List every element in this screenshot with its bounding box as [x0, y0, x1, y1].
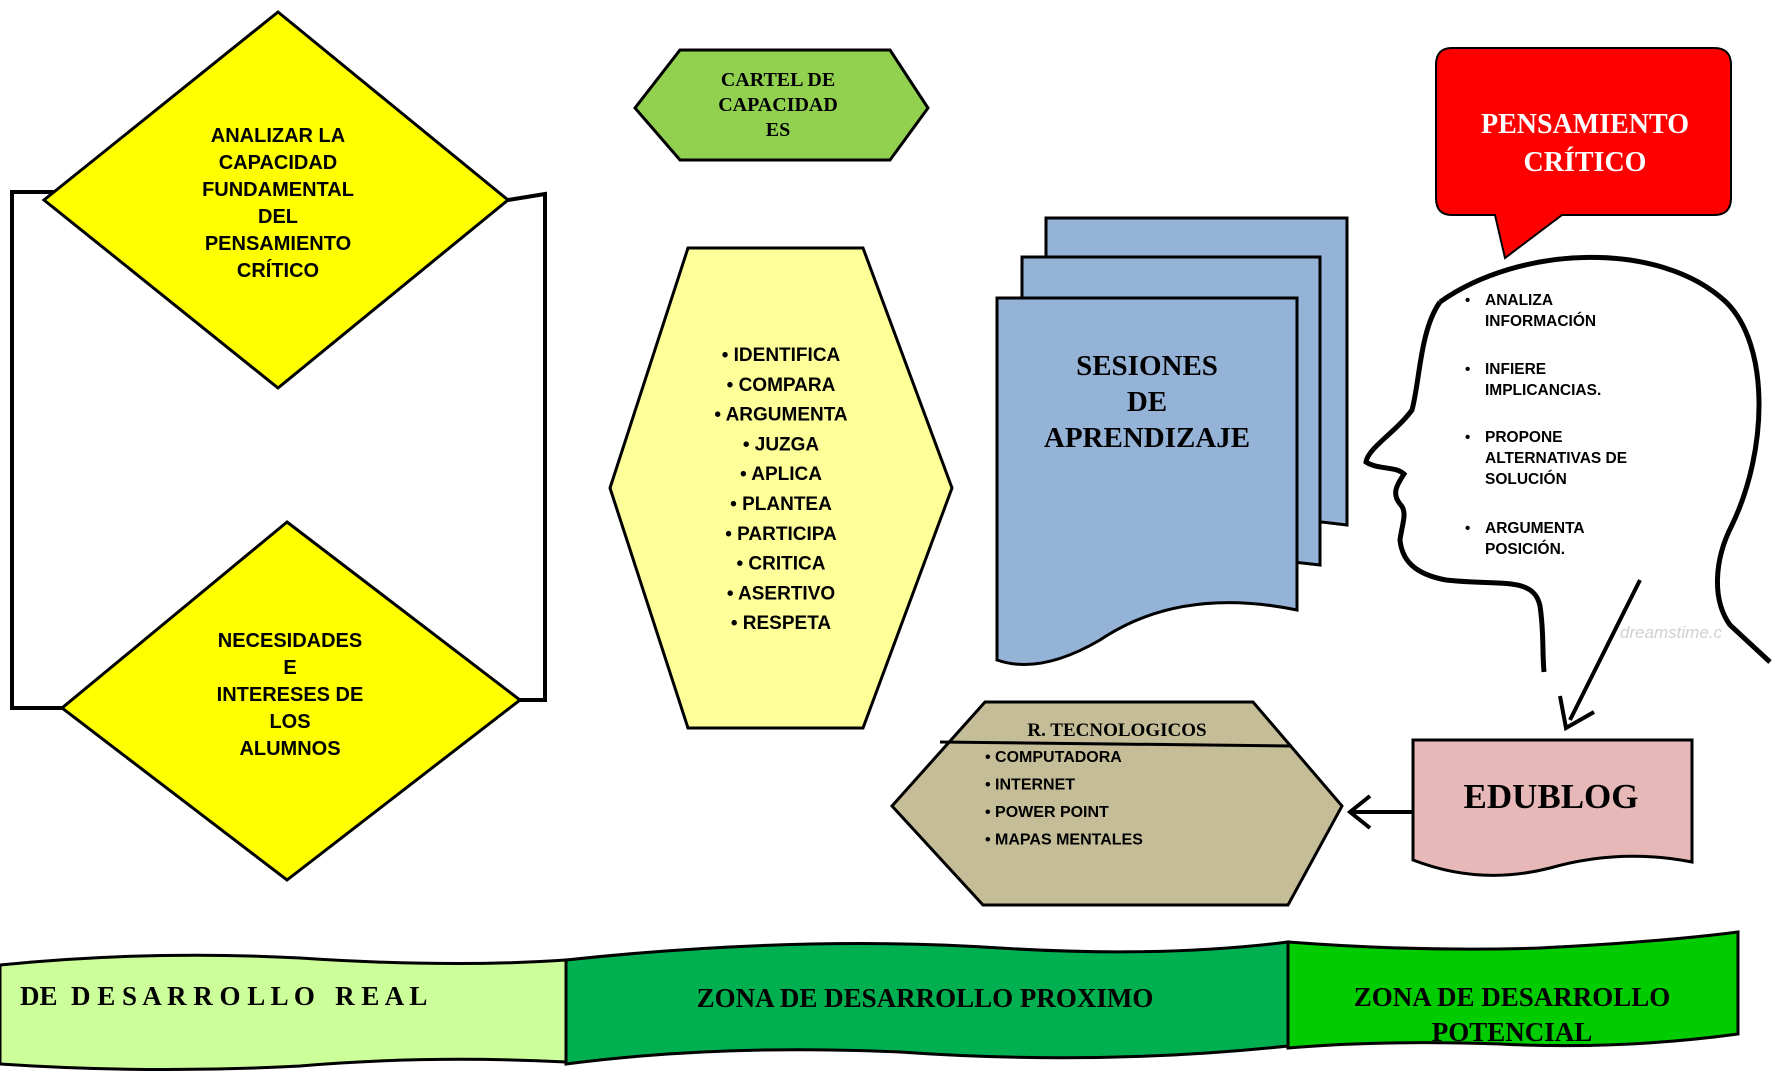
diamond-analizar-text: ANALIZAR LA CAPACIDAD FUNDAMENTAL DEL PENSAM… [202, 125, 354, 282]
diamond-necesidades-line: E [283, 657, 296, 679]
head-item: ALTERNATIVAS DE [1485, 450, 1627, 467]
capacity-item: • ARGUMENTA [714, 405, 848, 426]
head-item: ANALIZA [1485, 292, 1553, 309]
tech-item: • INTERNET [985, 777, 1075, 794]
tech-title: R. TECNOLOGICOS [1027, 720, 1206, 741]
callout-text: PENSAMIENTO CRÍTICO [1481, 109, 1689, 178]
capacity-item: • PARTICIPA [725, 524, 837, 545]
diamond-necesidades-line: INTERESES DE [217, 684, 364, 706]
cartel-line: CAPACIDAD [718, 94, 838, 116]
sesiones-aprendizaje: SESIONES DE APRENDIZAJE [995, 216, 1349, 666]
head-item-bullet: • [1465, 292, 1470, 309]
right-bracket-line [507, 191, 547, 702]
recursos-tecnologicos: R. TECNOLOGICOS • COMPUTADORA • INTERNET •… [889, 700, 1344, 907]
head-item: INFORMACIÓN [1485, 312, 1596, 330]
sesiones-text: SESIONES DE APRENDIZAJE [1044, 350, 1250, 454]
diamond-necesidades-text: NECESIDADES E INTERESES DE LOS ALUMNOS [217, 630, 364, 760]
left-bracket-line [10, 190, 70, 710]
callout-line: PENSAMIENTO [1481, 109, 1689, 140]
cartel-text: CARTEL DE CAPACIDAD ES [718, 69, 838, 141]
zone-proximo-label: ZONA DE DESARROLLO PROXIMO [697, 983, 1154, 1013]
diamond-necesidades-line: NECESIDADES [218, 630, 362, 652]
zone-potencial-line: ZONA DE DESARROLLO [1354, 982, 1671, 1012]
zone-real: DE D E S A R R O L L O R E A L [0, 953, 568, 1072]
capacity-item: • IDENTIFICA [722, 345, 841, 366]
arrow-head-to-edublog [1558, 579, 1642, 732]
diamond-analizar: ANALIZAR LA CAPACIDAD FUNDAMENTAL DEL PENSAM… [41, 10, 511, 390]
callout-pensamiento: PENSAMIENTO CRÍTICO [1435, 47, 1732, 260]
capacity-item: • PLANTEA [730, 494, 832, 515]
head-item: POSICIÓN. [1485, 540, 1565, 558]
head-silhouette: • ANALIZA INFORMACIÓN • INFIERE IMPLICANCIAS.… [1363, 254, 1772, 673]
diamond-necesidades: NECESIDADES E INTERESES DE LOS ALUMNOS [59, 520, 523, 882]
head-item: ARGUMENTA [1485, 520, 1585, 537]
diamond-analizar-line: ANALIZAR LA [211, 125, 345, 147]
cartel-line: ES [766, 119, 790, 141]
diamond-analizar-line: CAPACIDAD [219, 152, 338, 174]
edublog-box: EDUBLOG [1411, 738, 1694, 877]
zone-real-label: DE D E S A R R O L L O R E A L [20, 981, 427, 1011]
zone-potencial: ZONA DE DESARROLLO POTENCIAL [1286, 930, 1740, 1050]
diamond-necesidades-line: ALUMNOS [239, 738, 340, 760]
capacity-item: • APLICA [740, 464, 822, 485]
zone-proximo: ZONA DE DESARROLLO PROXIMO [564, 940, 1290, 1066]
head-item-bullet: • [1465, 429, 1470, 446]
diamond-analizar-line: PENSAMIENTO [205, 233, 351, 255]
zone-potencial-line: POTENCIAL [1432, 1017, 1593, 1047]
capacity-item: • JUZGA [743, 434, 820, 455]
edublog-label: EDUBLOG [1463, 777, 1638, 816]
tech-item: • POWER POINT [985, 804, 1109, 821]
capacities-hexagon: • IDENTIFICA • COMPARA • ARGUMENTA • JUZGA •… [608, 246, 954, 730]
head-item: INFIERE [1485, 361, 1546, 378]
arrow-edublog-to-tech [1346, 794, 1413, 830]
cartel-line: CARTEL DE [721, 69, 835, 91]
capacity-item: • RESPETA [731, 613, 832, 634]
tech-item: • MAPAS MENTALES [985, 832, 1143, 849]
cartel-capacidades: CARTEL DE CAPACIDAD ES [633, 48, 930, 162]
head-item-bullet: • [1465, 520, 1470, 537]
capacity-item: • ASERTIVO [727, 583, 835, 604]
capacity-item: • CRITICA [737, 554, 826, 575]
head-item: PROPONE [1485, 429, 1563, 446]
diamond-analizar-line: CRÍTICO [237, 259, 319, 282]
sesiones-line: APRENDIZAJE [1044, 422, 1250, 454]
head-item-bullet: • [1465, 361, 1470, 378]
head-item: SOLUCIÓN [1485, 470, 1567, 488]
capacity-item: • COMPARA [727, 375, 836, 396]
sesiones-line: DE [1127, 386, 1167, 418]
sesiones-line: SESIONES [1076, 350, 1218, 382]
head-item: IMPLICANCIAS. [1485, 382, 1601, 399]
diamond-analizar-line: FUNDAMENTAL [202, 179, 354, 201]
tech-item: • COMPUTADORA [985, 749, 1122, 766]
callout-line: CRÍTICO [1524, 147, 1647, 178]
diamond-necesidades-line: LOS [269, 711, 310, 733]
zone-potencial-label: ZONA DE DESARROLLO POTENCIAL [1354, 982, 1671, 1047]
watermark-text: dreamstime.c [1620, 623, 1723, 642]
diamond-analizar-line: DEL [258, 206, 298, 228]
